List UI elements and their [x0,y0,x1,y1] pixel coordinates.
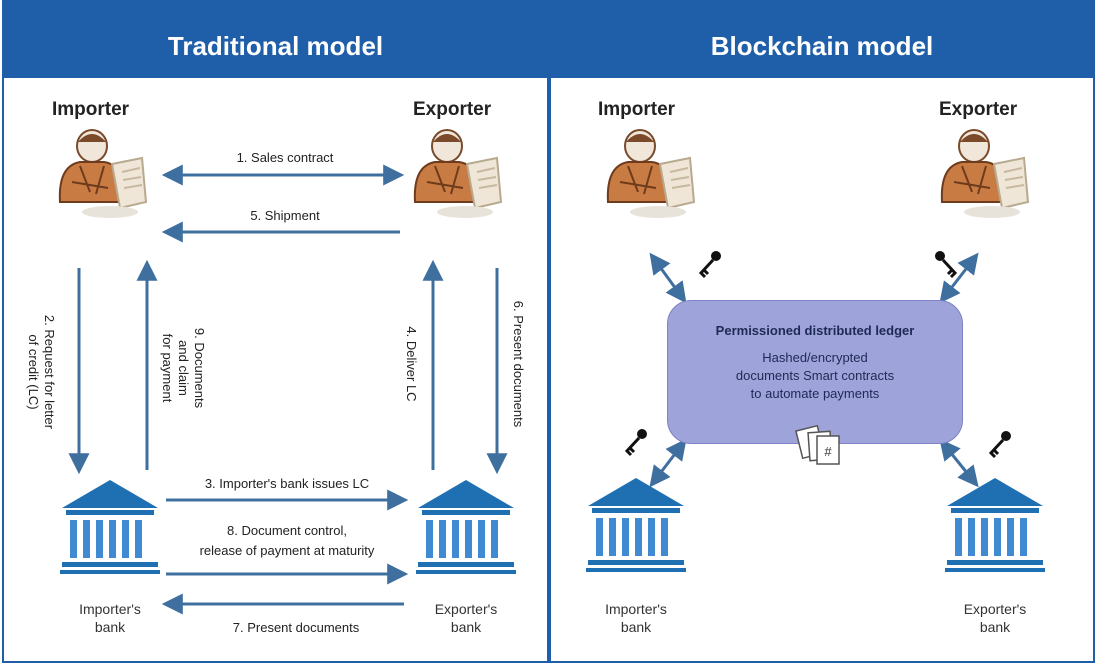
ledger-line: Hashed/encrypted [762,350,868,365]
step-8-label: 8. Document control, release of payment … [160,521,414,561]
bc-exporter-person-icon [940,129,1029,219]
bc-importer-bank-line: bank [620,619,652,635]
exporter-person-icon [413,129,502,219]
key-icon [988,429,1013,459]
blockchain-model-title: Blockchain model [551,2,1093,78]
arrow-exporter-ledger [939,252,979,304]
bc-importer-bank-line: Importer's [605,601,667,617]
step-5-label: 5. Shipment [250,208,320,223]
step-8-line: release of payment at maturity [199,543,375,558]
traditional-model-panel: Traditional model [2,0,549,663]
bc-exporter-bank-label: Exporter's bank [935,600,1055,636]
importer-bank-label: Importer's bank [50,600,170,636]
importer-label: Importer [52,99,130,120]
step-9-label: 9. Documents and claim for payment [159,293,207,443]
ledger-line: to automate payments [750,386,880,401]
exporter-label: Exporter [413,99,492,120]
exporter-bank-line: bank [450,619,482,635]
step-1-label: 1. Sales contract [236,150,334,165]
bc-importer-person-icon [606,129,695,219]
svg-text:#: # [824,444,832,459]
key-icon [624,427,649,457]
step-8-line: 8. Document control, [227,523,347,538]
importer-bank-line: Importer's [79,601,141,617]
exporter-bank-label: Exporter's bank [406,600,526,636]
step-4-label: 4. Deliver LC [404,326,419,402]
bc-exporter-bank-icon [945,478,1045,572]
bc-importer-bank-label: Importer's bank [576,600,696,636]
step-2-label: 2. Request for letter of credit (LC) [25,292,57,452]
exporter-bank-line: Exporter's [434,601,498,617]
step-9-line: 9. Documents [192,327,207,409]
bc-importer-label: Importer [598,99,676,120]
step-2-line: of credit (LC) [26,334,41,410]
traditional-model-title: Traditional model [4,2,547,78]
step-2-line: 2. Request for letter [42,314,57,430]
importer-bank-line: bank [94,619,126,635]
ledger-line: documents Smart contracts [735,368,895,383]
step-3-label: 3. Importer's bank issues LC [204,476,370,491]
ledger-description: Hashed/encrypted documents Smart contrac… [698,349,932,403]
distributed-ledger-box: Permissioned distributed ledger Hashed/e… [667,300,963,444]
importer-bank-icon [60,480,160,574]
key-icon [933,249,958,279]
arrow-exporter-bank-ledger [939,438,979,488]
step-9-line: and claim [176,340,191,396]
step-6-label: 6. Present documents [511,300,526,428]
arrow-importer-bank-ledger [649,438,687,488]
bc-exporter-bank-line: Exporter's [963,601,1027,617]
importer-person-icon [58,129,148,219]
bc-importer-bank-icon [586,478,686,572]
exporter-bank-icon [416,480,516,574]
bc-exporter-label: Exporter [939,99,1018,120]
step-7-label: 7. Present documents [232,620,360,635]
bc-exporter-bank-line: bank [979,619,1011,635]
ledger-title: Permissioned distributed ledger [715,323,915,338]
documents-icon: # [795,424,840,465]
arrow-importer-ledger [649,252,687,304]
step-9-line: for payment [160,333,175,403]
key-icon [698,249,723,279]
